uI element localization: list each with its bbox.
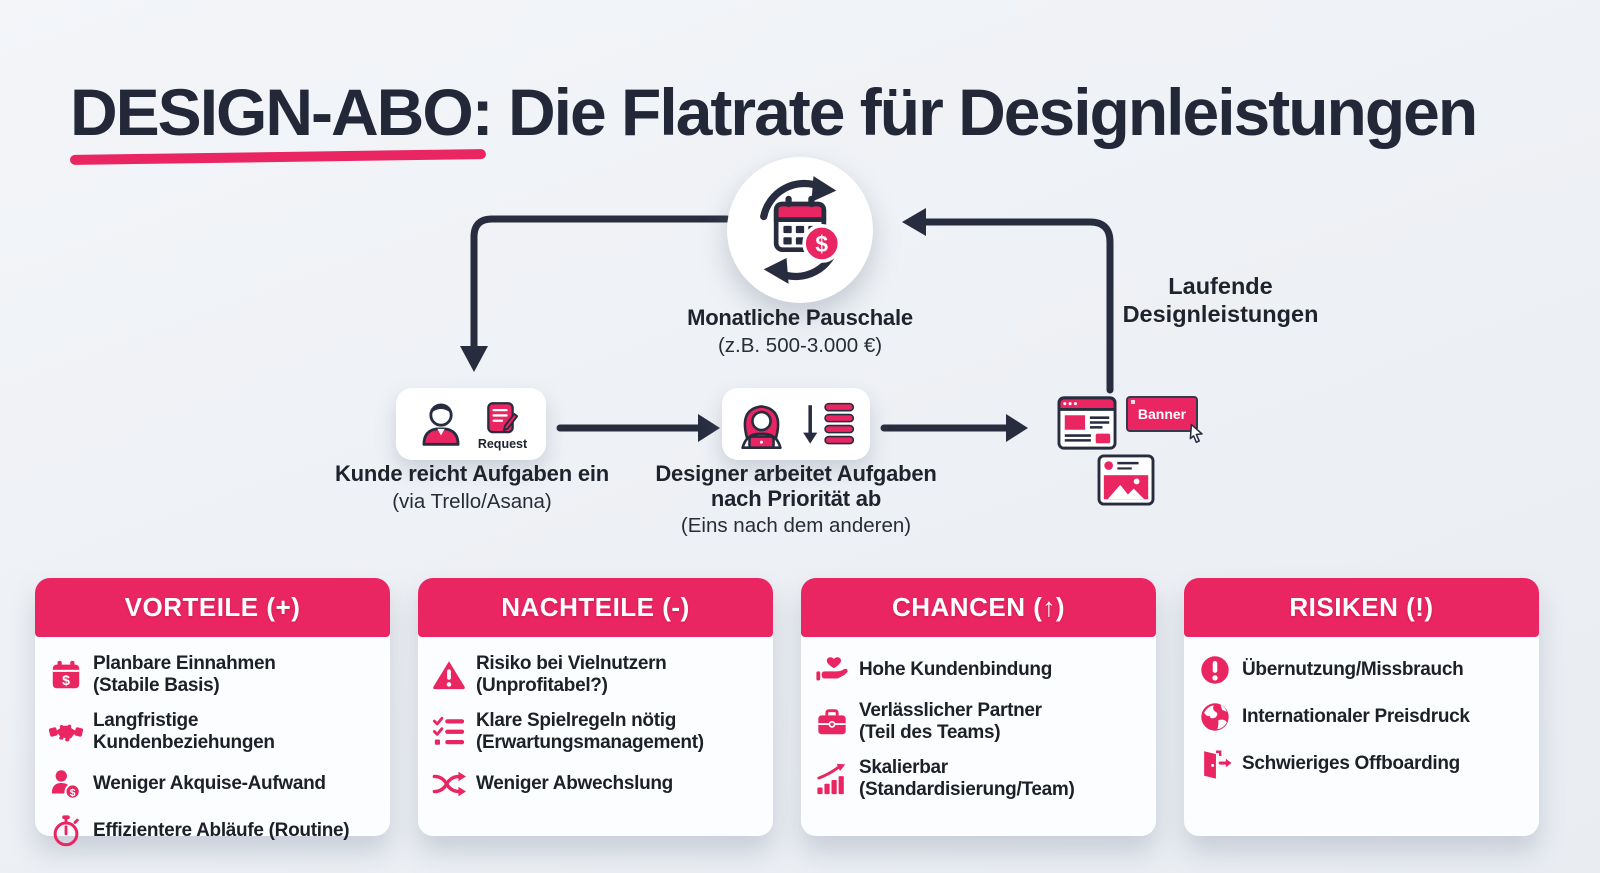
card-nachteile-title: NACHTEILE (-): [501, 592, 690, 622]
request-block: Request: [478, 401, 527, 451]
designer-label-line1: Designer arbeitet Aufgaben: [655, 461, 937, 486]
item-text: Langfristige Kundenbeziehungen: [93, 710, 275, 754]
card-risiken-list: Übernutzung/Missbrauch Internationaler P…: [1184, 637, 1539, 795]
item-text: Klare Spielregeln nötig: [476, 710, 677, 732]
card-vorteile: VORTEILE (+) $ Planbare Einnahmen(Stabil…: [35, 578, 390, 847]
banner-label: Banner: [1137, 406, 1187, 422]
item-text: (Teil des Teams): [859, 722, 1001, 744]
client-label: Kunde reicht Aufgaben ein: [334, 461, 610, 486]
card-vorteile-header: VORTEILE (+): [35, 578, 390, 637]
list-item: Weniger Abwechslung: [432, 767, 767, 801]
card-chancen: CHANCEN (↑) Hohe Kundenbindung Verlässli…: [801, 578, 1156, 836]
svg-text:$: $: [62, 673, 70, 689]
hub-label-block: Monatliche Pauschale (z.B. 500-3.000 €): [650, 305, 950, 357]
list-item: Übernutzung/Missbrauch: [1198, 653, 1533, 687]
arrow-output-to-hub: [922, 218, 1114, 394]
card-vorteile-title: VORTEILE (+): [124, 592, 301, 622]
designer-sublabel: (Eins nach dem anderen): [680, 514, 912, 538]
item-text: (Standardisierung/Team): [859, 779, 1075, 801]
calendar-sync-icon: $: [743, 173, 857, 287]
briefcase-icon: [815, 705, 849, 739]
globe-icon: [1198, 700, 1232, 734]
door-exit-icon: [1198, 747, 1232, 781]
warning-triangle-icon: [432, 658, 466, 692]
card-chancen-title: CHANCEN (↑): [891, 592, 1066, 622]
item-text: Weniger Abwechslung: [476, 773, 673, 795]
list-item: Effizientere Abläufe (Routine): [49, 814, 384, 848]
card-nachteile-list: Risiko bei Vielnutzern(Unprofitabel?) Kl…: [418, 637, 773, 815]
priority-list-icon: [800, 401, 858, 447]
designer-label-block: Designer arbeitet Aufgaben nach Prioritä…: [646, 461, 946, 538]
item-text: Weniger Akquise-Aufwand: [93, 773, 326, 795]
item-text: Schwieriges Offboarding: [1242, 752, 1460, 774]
image-frame-icon: [1096, 453, 1156, 507]
item-text: Planbare Einnahmen: [93, 653, 276, 674]
output-label: Laufende Designleistungen: [1122, 273, 1319, 328]
card-risiken-title: RISIKEN (!): [1289, 592, 1434, 622]
list-item: Internationaler Preisdruck: [1198, 700, 1533, 734]
card-nachteile-header: NACHTEILE (-): [418, 578, 773, 637]
list-item: Verlässlicher Partner(Teil des Teams): [815, 700, 1150, 744]
card-risiken-header: RISIKEN (!): [1184, 578, 1539, 637]
item-text: Internationaler Preisdruck: [1242, 705, 1470, 727]
item-text: Verlässlicher Partner: [859, 700, 1042, 721]
handshake-icon: [49, 715, 83, 749]
item-text: (Unprofitabel?): [476, 675, 608, 697]
svg-text:$: $: [815, 231, 828, 257]
list-item: Schwieriges Offboarding: [1198, 747, 1533, 781]
designer-label-line2: nach Priorität ab: [710, 485, 882, 511]
swot-cards: VORTEILE (+) $ Planbare Einnahmen(Stabil…: [35, 578, 1539, 847]
item-text: Hohe Kundenbindung: [859, 658, 1053, 680]
request-badge: Request: [477, 436, 528, 451]
item-text: Übernutzung/Missbrauch: [1242, 658, 1464, 680]
list-item: Risiko bei Vielnutzern(Unprofitabel?): [432, 653, 767, 697]
item-text: (Stabile Basis): [93, 675, 220, 697]
list-item: $ Weniger Akquise-Aufwand: [49, 767, 384, 801]
list-item: Klare Spielregeln nötig(Erwartungsmanage…: [432, 710, 767, 754]
card-vorteile-list: $ Planbare Einnahmen(Stabile Basis) Lang…: [35, 637, 390, 862]
list-item: Skalierbar(Standardisierung/Team): [815, 757, 1150, 801]
hub-label: Monatliche Pauschale: [687, 305, 913, 330]
request-doc-icon: [482, 401, 522, 439]
checklist-icon: [432, 715, 466, 749]
card-chancen-header: CHANCEN (↑): [801, 578, 1156, 637]
client-label-block: Kunde reicht Aufgaben ein (via Trello/As…: [322, 461, 622, 513]
monthly-fee-hub: $: [727, 157, 873, 303]
list-item: Hohe Kundenbindung: [815, 653, 1150, 687]
client-node: Request: [396, 388, 546, 460]
svg-text:$: $: [70, 788, 76, 799]
card-nachteile: NACHTEILE (-) Risiko bei Vielnutzern(Unp…: [418, 578, 773, 836]
arrowhead-right-2: [1006, 414, 1028, 442]
page-title: DESIGN-ABO: Die Flatrate für Designleist…: [70, 75, 1478, 150]
shuffle-icon: [432, 767, 466, 801]
heart-hand-icon: [815, 653, 849, 687]
item-text: Effizientere Abläufe (Routine): [93, 820, 350, 842]
cursor-icon: [1188, 423, 1205, 444]
item-text: Risiko bei Vielnutzern: [476, 653, 667, 674]
arrowhead-left: [902, 208, 926, 236]
item-text: (Erwartungsmanagement): [476, 732, 704, 754]
client-sublabel: (via Trello/Asana): [392, 489, 552, 513]
arrowhead-right-1: [698, 414, 720, 442]
browser-window-icon: [1056, 394, 1118, 452]
item-text: Skalierbar: [859, 757, 948, 779]
designer-node: [722, 388, 870, 460]
title-rest: Die Flatrate für Designleistungen: [491, 75, 1478, 150]
hub-sublabel: (z.B. 500-3.000 €): [717, 333, 883, 357]
card-risiken: RISIKEN (!) Übernutzung/Missbrauch Inter…: [1184, 578, 1539, 836]
card-chancen-list: Hohe Kundenbindung Verlässlicher Partner…: [801, 637, 1156, 815]
list-item: Langfristige Kundenbeziehungen: [49, 710, 384, 754]
list-item: $ Planbare Einnahmen(Stabile Basis): [49, 653, 384, 697]
title-highlight: DESIGN-ABO:: [70, 75, 494, 150]
growth-chart-icon: [815, 762, 849, 796]
person-icon: [415, 398, 467, 450]
person-dollar-icon: $: [49, 767, 83, 801]
stopwatch-icon: [49, 814, 83, 848]
banner-button-icon: Banner: [1126, 396, 1203, 444]
exclamation-circle-icon: [1198, 653, 1232, 687]
designer-icon: [734, 397, 789, 452]
calendar-dollar-icon: $: [49, 658, 83, 692]
arrowhead-down: [460, 346, 488, 372]
